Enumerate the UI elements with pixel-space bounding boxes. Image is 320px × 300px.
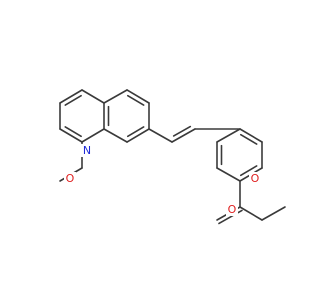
ester-oxygen-bond	[239, 206, 263, 221]
molecule-drawing: N O O O	[59, 89, 286, 225]
atom-label-ester-ether-oxygen: O	[249, 172, 261, 185]
methoxy-oxygen-label: O	[66, 172, 75, 185]
ring-bond	[216, 167, 241, 182]
ring-double-bond	[126, 94, 145, 106]
vinyl-double-bond	[171, 128, 196, 143]
carbonyl-oxygen-label: O	[228, 203, 237, 216]
ring-double-bond	[126, 126, 145, 138]
atom-label-carbonyl-oxygen: O	[226, 203, 238, 216]
atom-label-ring-nitrogen: N	[81, 144, 93, 157]
ring-bond	[59, 128, 83, 143]
nitrogen-label: N	[83, 144, 91, 157]
ring-double-bond	[239, 165, 258, 177]
ring-bond	[81, 89, 105, 104]
carbonyl-double-bond	[218, 209, 243, 225]
ring-bond	[126, 128, 150, 143]
ring-bond	[239, 128, 263, 143]
ring-bond	[216, 128, 241, 143]
ester-ether-oxygen-label: O	[251, 172, 260, 185]
ring-bond	[126, 89, 150, 104]
ring-bond	[81, 128, 105, 143]
atom-label-methoxy-oxygen: O	[64, 172, 76, 185]
ester-methyl-bond	[261, 206, 286, 221]
ring-bond	[59, 89, 83, 104]
ring-double-bond	[239, 133, 258, 145]
vinyl-double-bond-inner	[172, 125, 192, 137]
ring-double-bond	[64, 126, 82, 138]
bond-layer	[59, 89, 286, 225]
ring-bond	[103, 89, 128, 104]
vinyl-bond	[148, 128, 173, 143]
ring-double-bond	[64, 94, 82, 106]
structure-canvas: N O O O	[59, 89, 286, 225]
ring-bond	[103, 128, 128, 143]
